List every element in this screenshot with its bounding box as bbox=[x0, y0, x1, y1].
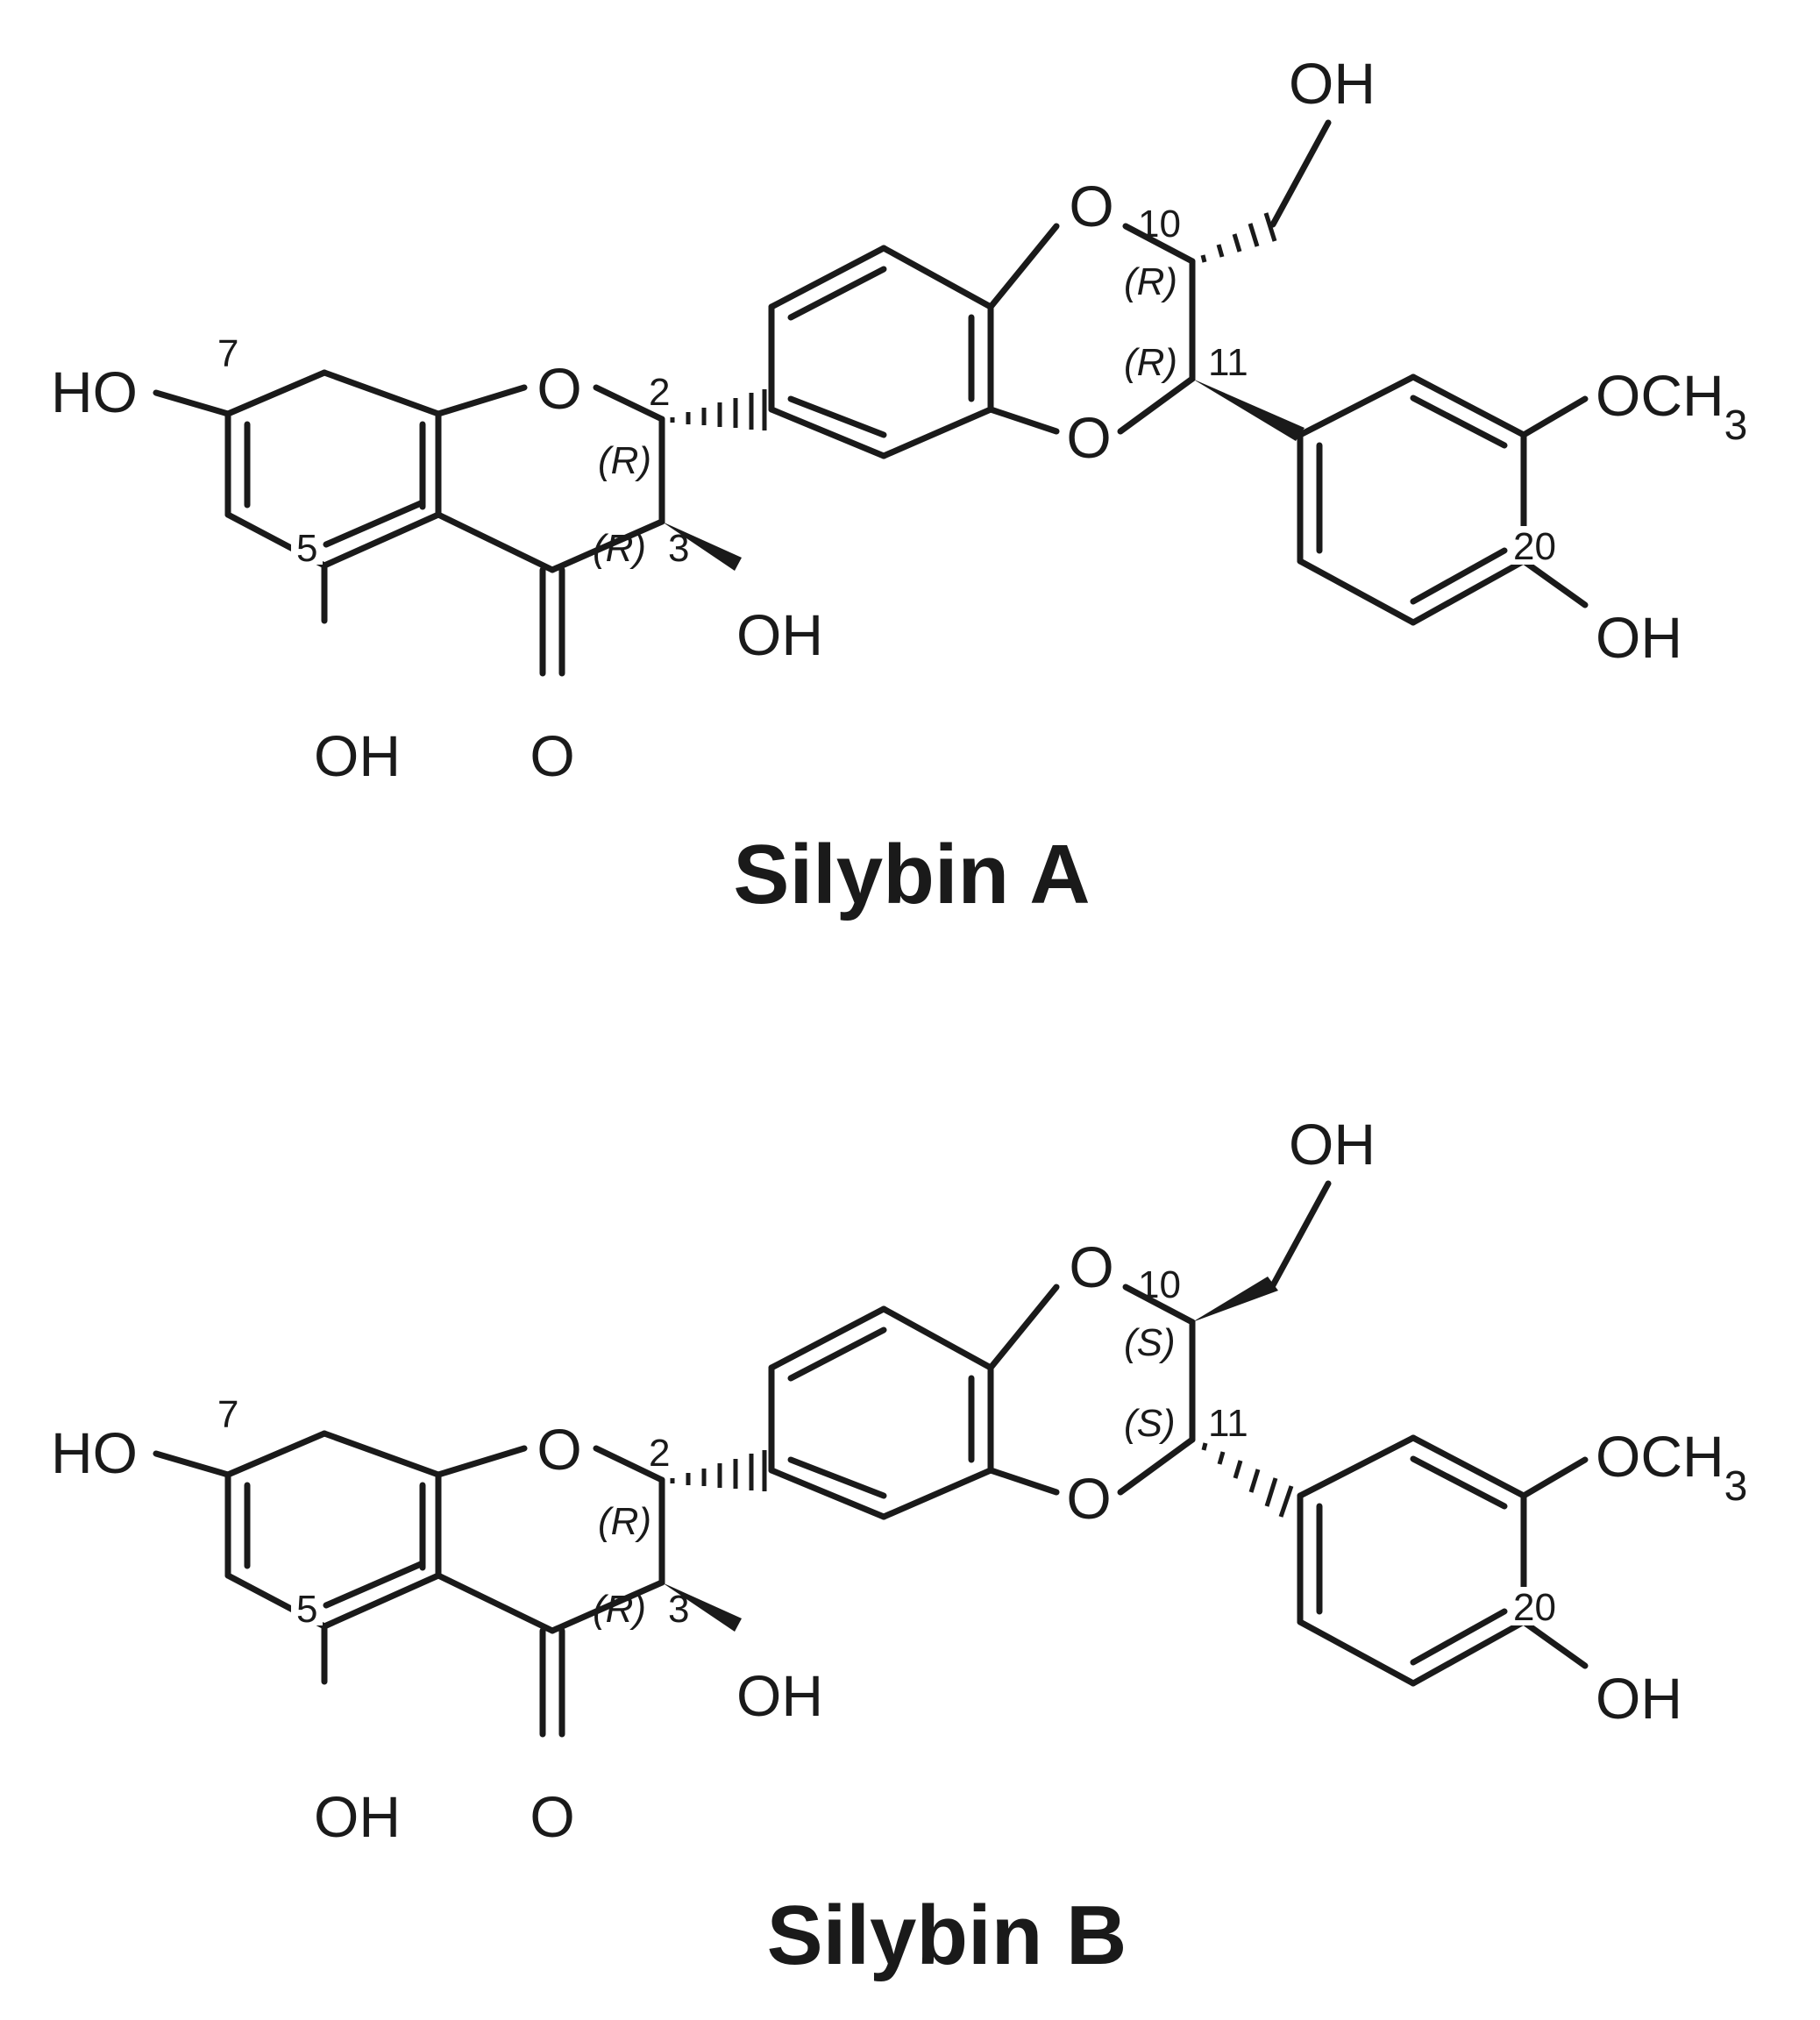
hydroxymethyl-oh-label: OH bbox=[1289, 51, 1376, 116]
ring-a bbox=[224, 369, 442, 569]
dioxane-ring bbox=[987, 223, 1196, 435]
silybin-b-structure: O O O HO OH O OH OH OCH3 OH 7 5 2 3 10 1… bbox=[51, 1112, 1747, 1982]
stereo-c3-label: (R) bbox=[593, 527, 646, 570]
ring-a bbox=[224, 1430, 442, 1630]
position-7-label: 7 bbox=[217, 1393, 238, 1436]
stereo-c2-label: (R) bbox=[598, 439, 651, 482]
position-5-label: 5 bbox=[296, 527, 317, 570]
ring-b bbox=[768, 1305, 994, 1520]
dioxane-oxygen-bottom: O bbox=[1066, 405, 1111, 470]
hydroxyl-20-label: OH bbox=[1596, 1666, 1682, 1731]
hydroxyl-3-label: OH bbox=[736, 602, 823, 667]
molecule-name-silybin-a: Silybin A bbox=[733, 828, 1090, 921]
position-11-label: 11 bbox=[1208, 1402, 1248, 1445]
ring-oxygen-1: O bbox=[537, 1417, 581, 1482]
hydroxyl-7-label: HO bbox=[51, 1420, 138, 1485]
dioxane-oxygen-top: O bbox=[1069, 174, 1113, 238]
ring-d bbox=[1297, 1434, 1527, 1687]
hydroxymethyl-oh-label: OH bbox=[1289, 1112, 1376, 1177]
carbonyl-oxygen-label: O bbox=[530, 723, 574, 788]
position-3-label: 3 bbox=[668, 527, 689, 570]
silybin-a-structure: O O O HO OH O OH OH OCH3 OH 7 5 2 3 10 1… bbox=[51, 51, 1747, 921]
ring-b bbox=[768, 245, 994, 459]
methoxy-label: OCH3 bbox=[1596, 1424, 1747, 1510]
ring-d bbox=[1297, 373, 1527, 626]
position-5-label: 5 bbox=[296, 1588, 317, 1631]
stereo-c11-label: (S) bbox=[1124, 1402, 1176, 1445]
hashed-bond-c10 bbox=[1200, 212, 1277, 263]
position-2-label: 2 bbox=[649, 371, 670, 414]
stereo-c10-label: (R) bbox=[1124, 260, 1177, 303]
stereo-c3-label: (R) bbox=[593, 1588, 646, 1631]
carbonyl-oxygen-label: O bbox=[530, 1784, 574, 1849]
position-7-label: 7 bbox=[217, 332, 238, 375]
position-3-label: 3 bbox=[668, 1588, 689, 1631]
position-10-label: 10 bbox=[1138, 1263, 1181, 1306]
hydroxyl-3-label: OH bbox=[736, 1663, 823, 1728]
hydroxyl-20-label: OH bbox=[1596, 605, 1682, 670]
position-20-label: 20 bbox=[1513, 1586, 1556, 1629]
dioxane-ring bbox=[987, 1284, 1196, 1496]
hydroxyl-7-label: HO bbox=[51, 359, 138, 424]
position-20-label: 20 bbox=[1513, 525, 1556, 568]
hashed-bond-c2 bbox=[670, 389, 767, 430]
stereo-c10-label: (S) bbox=[1124, 1321, 1176, 1364]
ring-oxygen-1: O bbox=[537, 356, 581, 421]
position-2-label: 2 bbox=[649, 1432, 670, 1475]
molecule-name-silybin-b: Silybin B bbox=[767, 1888, 1127, 1982]
hashed-bond-c11 bbox=[1201, 1442, 1294, 1518]
hashed-bond-c2 bbox=[670, 1450, 767, 1491]
dioxane-oxygen-top: O bbox=[1069, 1234, 1113, 1299]
position-10-label: 10 bbox=[1138, 203, 1181, 245]
hydroxyl-5-label: OH bbox=[314, 1784, 401, 1849]
stereo-c2-label: (R) bbox=[598, 1500, 651, 1543]
dioxane-oxygen-bottom: O bbox=[1066, 1466, 1111, 1531]
methoxy-label: OCH3 bbox=[1596, 363, 1747, 449]
position-11-label: 11 bbox=[1208, 341, 1248, 384]
ring-c bbox=[435, 1445, 665, 1634]
hydroxyl-5-label: OH bbox=[314, 723, 401, 788]
stereo-c11-label: (R) bbox=[1124, 341, 1177, 384]
ring-c bbox=[435, 384, 665, 573]
